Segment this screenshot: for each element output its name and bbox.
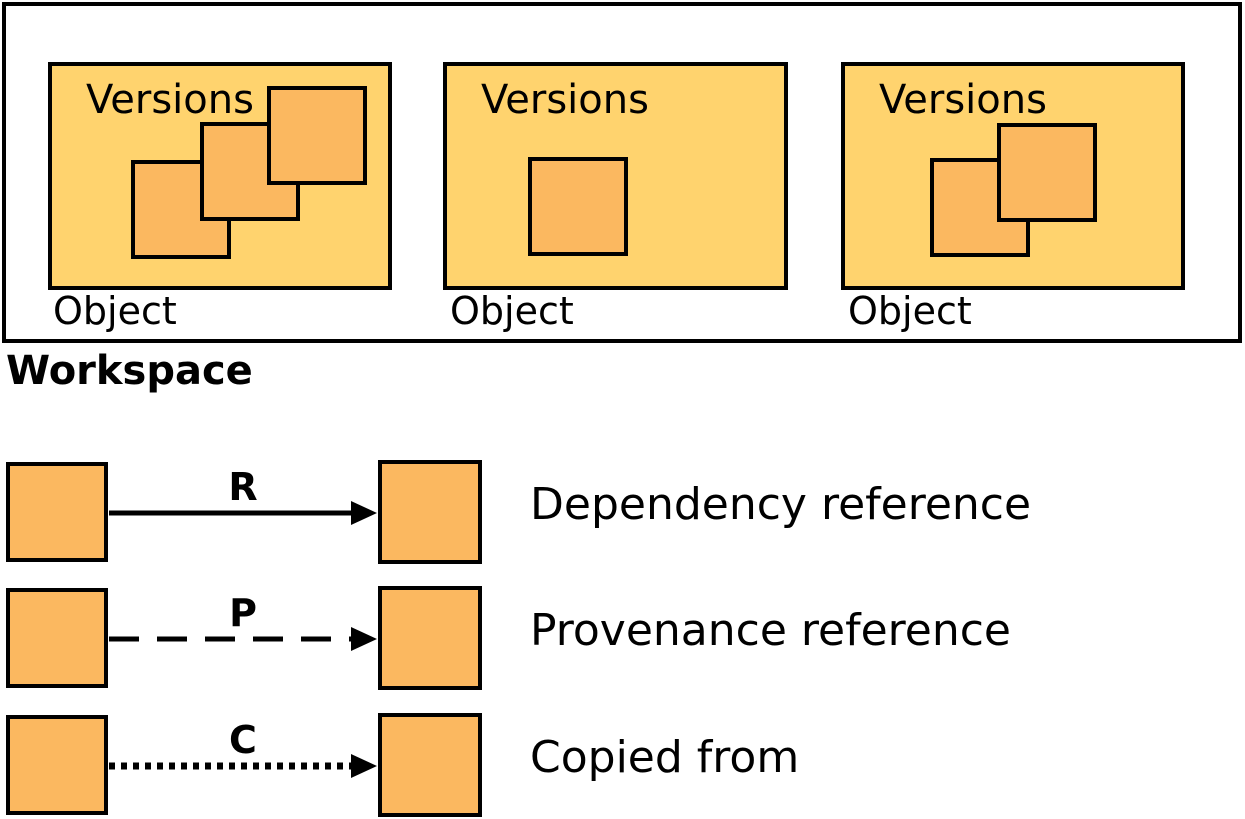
legend-row-dependency: R Dependency reference <box>0 460 1245 570</box>
object-label-2: Object <box>450 289 574 333</box>
copied-from-arrow <box>109 754 377 778</box>
object-box-2: Versions <box>443 62 788 290</box>
legend-target-square <box>378 460 482 564</box>
arrow-letter-p: P <box>229 591 257 635</box>
legend-description: Copied from <box>530 732 800 783</box>
arrow-letter-c: C <box>229 718 257 762</box>
legend-row-copied-from: C Copied from <box>0 713 1245 819</box>
versions-label: Versions <box>879 77 1047 123</box>
provenance-arrow <box>109 627 377 651</box>
legend-description: Dependency reference <box>530 479 1032 530</box>
version-square <box>997 123 1097 222</box>
legend-row-provenance: P Provenance reference <box>0 586 1245 696</box>
dependency-arrow <box>109 501 377 525</box>
object-label-3: Object <box>848 289 972 333</box>
legend-source-square <box>6 588 108 688</box>
legend-target-square <box>378 586 482 690</box>
object-box-3: Versions <box>841 62 1185 290</box>
object-box-1: Versions <box>48 62 392 290</box>
versions-label: Versions <box>481 77 649 123</box>
version-square <box>528 157 628 256</box>
workspace-box: Versions Versions Versions Object Object… <box>2 2 1242 343</box>
legend-description: Provenance reference <box>530 605 1011 656</box>
version-square <box>267 86 367 185</box>
legend-source-square <box>6 462 108 562</box>
legend-source-square <box>6 715 108 815</box>
object-label-1: Object <box>53 289 177 333</box>
versions-label: Versions <box>86 77 254 123</box>
arrow-letter-r: R <box>228 465 258 509</box>
legend-target-square <box>378 713 482 817</box>
workspace-label: Workspace <box>6 348 253 394</box>
